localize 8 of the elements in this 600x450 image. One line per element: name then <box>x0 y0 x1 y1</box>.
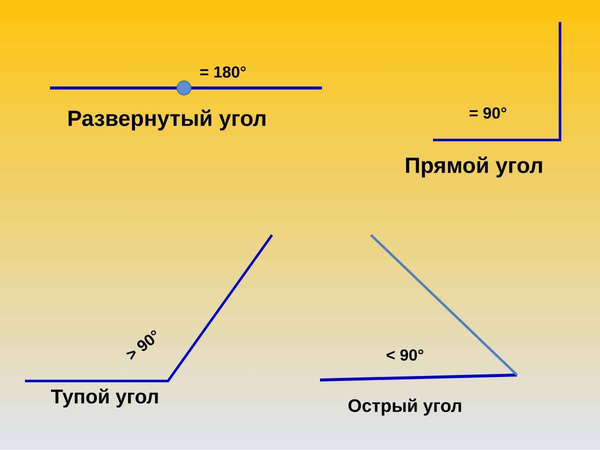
angle-measure: < 90° <box>386 349 424 361</box>
angle-name: Прямой угол <box>406 156 542 178</box>
angle-measure: = 180° <box>200 66 246 78</box>
angle-name: Развернутый угол <box>68 110 266 130</box>
angle-name: Тупой угол <box>51 388 158 408</box>
angle-name: Острый угол <box>348 398 462 416</box>
angle-measure: > 90° <box>126 330 156 360</box>
angle-measure: = 90° <box>470 107 506 119</box>
